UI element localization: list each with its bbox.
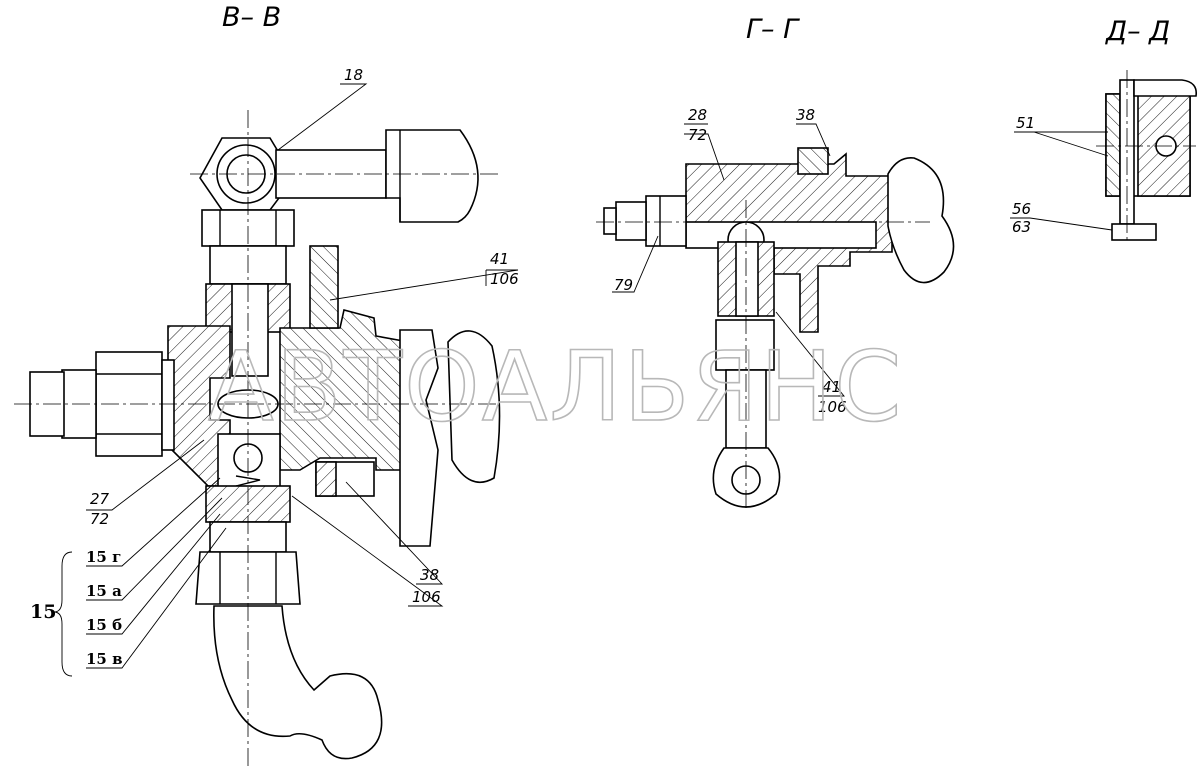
section-view-bb	[14, 83, 519, 770]
callout-51: 51	[1016, 114, 1035, 132]
section-view-dd	[1010, 70, 1198, 241]
callout-38-left: 38	[420, 566, 439, 584]
callout-72-mid: 72	[688, 126, 707, 144]
valve-body	[167, 245, 501, 547]
callout-28: 28	[688, 106, 707, 124]
callout-63: 63	[1012, 218, 1031, 236]
callout-41-top: 41	[490, 250, 509, 268]
view-title-dd: Д– Д	[1105, 16, 1170, 47]
watermark: АВТОАЛЬЯНС	[208, 331, 903, 443]
group-15-item-b: 15 б	[86, 616, 122, 634]
callout-106-left: 106	[412, 588, 441, 606]
group-15-item-g: 15 г	[86, 548, 121, 566]
callout-38-mid: 38	[796, 106, 815, 124]
callout-106-top: 106	[490, 270, 519, 288]
callout-18: 18	[344, 66, 363, 84]
section-view-gg	[596, 123, 955, 512]
top-union	[199, 129, 479, 285]
callout-27: 27	[90, 490, 110, 508]
callout-106-mid: 106	[818, 398, 847, 416]
bottom-nut-hose	[195, 521, 383, 760]
lever-plate	[309, 245, 339, 329]
callout-56: 56	[1012, 200, 1031, 218]
group-15-item-v: 15 в	[86, 650, 123, 668]
callout-72-left: 72	[90, 510, 109, 528]
group-15-label: 15	[30, 601, 56, 623]
callout-41-mid: 41	[822, 378, 841, 396]
group-15-item-a: 15 а	[86, 582, 122, 600]
view-title-gg: Г– Г	[746, 14, 800, 45]
plate-38	[797, 147, 829, 175]
view-title-bb: В– В	[222, 2, 281, 33]
callout-79: 79	[614, 276, 633, 294]
